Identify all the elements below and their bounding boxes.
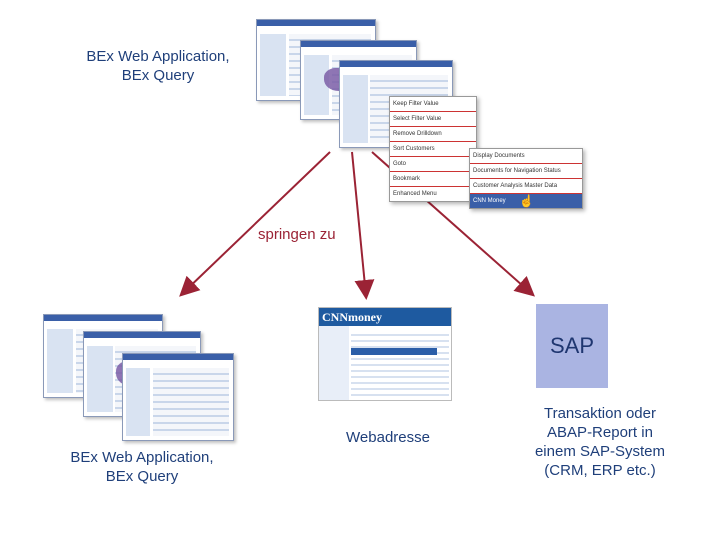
- arrow-to-webadresse: [351, 151, 375, 300]
- menu-item[interactable]: Enhanced Menu: [393, 191, 437, 197]
- hand-cursor-icon: ☝: [519, 194, 534, 208]
- menu-item[interactable]: Remove Drilldown: [390, 127, 476, 142]
- webpage-thumbnail: CNNmoney: [318, 307, 452, 401]
- menu-item[interactable]: Keep Filter Value: [390, 97, 476, 112]
- menu-item[interactable]: Goto: [390, 157, 476, 172]
- menu-item[interactable]: Sort Customers: [390, 142, 476, 157]
- submenu-item[interactable]: Documents for Navigation Status: [470, 164, 582, 179]
- bottom-right-label: Transaktion oder ABAP-Report in einem SA…: [534, 405, 666, 479]
- submenu-item-selected[interactable]: CNN Money: [470, 194, 582, 208]
- middle-label: springen zu: [258, 226, 336, 243]
- context-menu: Keep Filter Value Select Filter Value Re…: [389, 96, 477, 202]
- bottom-left-label: BEx Web Application, BEx Query: [70, 449, 214, 485]
- sap-box: SAP: [536, 304, 608, 388]
- submenu-item[interactable]: Customer Analysis Master Data: [470, 179, 582, 194]
- arrow-to-bex: [179, 151, 331, 297]
- bottom-center-label: Webadresse: [346, 429, 430, 446]
- bex-window-front: [122, 353, 234, 441]
- goto-submenu: Display Documents Documents for Navigati…: [469, 148, 583, 209]
- webpage-logo: CNNmoney: [319, 308, 451, 326]
- menu-item[interactable]: Select Filter Value: [390, 112, 476, 127]
- top-label: BEx Web Application, BEx Query: [86, 48, 230, 84]
- submenu-item[interactable]: Display Documents: [470, 149, 582, 164]
- menu-item[interactable]: Bookmark: [390, 172, 476, 187]
